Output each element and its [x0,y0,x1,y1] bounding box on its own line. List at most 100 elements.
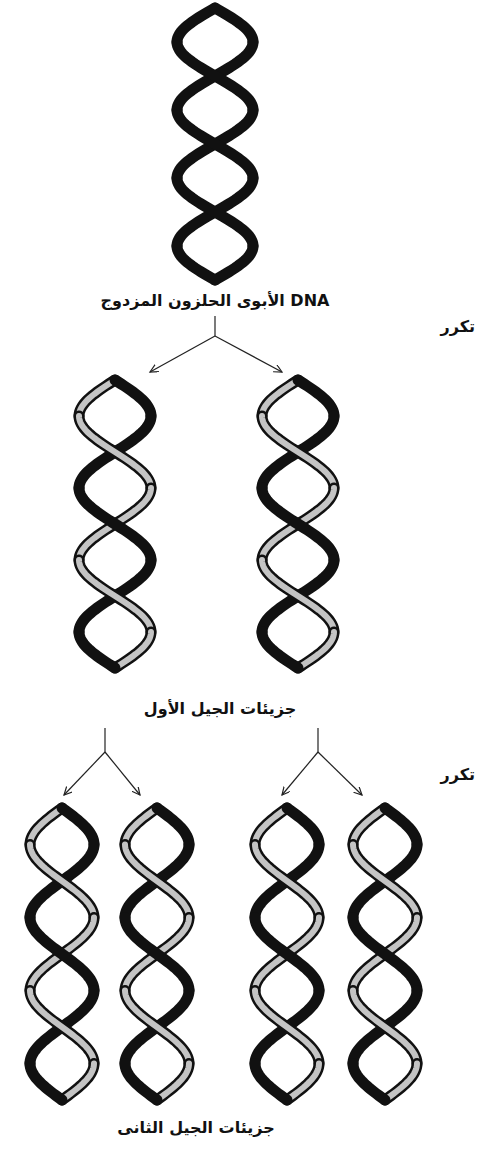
dna-strand [353,991,417,1064]
dna-strand [115,380,151,416]
dna-strand [287,808,319,845]
dna-strand [177,178,253,246]
dna-strand [353,991,417,1064]
new-dna-strand [79,380,115,416]
helix-group [30,8,417,1100]
dna-strand [30,991,94,1064]
dna-strand [353,845,417,918]
new-dna-strand [262,380,298,416]
dna-strand [125,991,189,1064]
dna-strand [255,991,319,1064]
dna-strand [79,560,151,632]
dna-strand [79,416,151,488]
step-label: تكرر [438,316,478,339]
dna-strand [353,845,417,918]
dna-strand [30,845,94,918]
second-gen-helix [353,808,417,1100]
dna-strand [79,488,151,560]
new-dna-strand [125,918,189,991]
new-dna-strand [30,845,94,918]
replication-arrows [64,316,362,795]
dna-strand [62,808,94,845]
dna-strand [62,1064,94,1101]
dna-strand [353,918,417,991]
branch-arrow [318,752,362,795]
dna-strand [255,1064,287,1101]
dna-strand [177,8,215,42]
new-dna-strand [262,560,334,632]
dna-strand [385,808,417,845]
dna-strand [262,560,334,632]
dna-strand [157,1064,189,1101]
dna-strand [177,246,215,280]
branch-stem [317,728,318,752]
dna-strand [298,632,334,668]
dna-strand [125,918,189,991]
second-gen-helix [255,808,319,1100]
new-dna-strand [255,991,319,1064]
dna-strand [262,632,298,668]
dna-strand [79,416,151,488]
new-dna-strand [157,1064,189,1101]
dna-strand [215,246,253,280]
dna-strand [125,1064,157,1101]
second-gen-helix [30,808,94,1100]
dna-strand [30,918,94,991]
dna-strand [157,808,189,845]
dna-strand [353,808,385,845]
dna-strand [262,488,334,560]
new-dna-strand [353,808,385,845]
dna-strand [262,416,334,488]
dna-strand [353,918,417,991]
new-dna-strand [79,560,151,632]
new-dna-strand [255,918,319,991]
new-dna-strand [353,845,417,918]
dna-strand [255,918,319,991]
dna-strand [177,110,253,178]
dna-strand [298,380,334,416]
dna-strand [255,808,287,845]
dna-strand [385,1064,417,1101]
dna-strand [125,808,157,845]
branch-arrow [215,336,282,372]
dna-strand [79,380,115,416]
new-dna-strand [255,845,319,918]
dna-strand [125,991,189,1064]
dna-strand [353,1064,385,1101]
new-dna-strand [385,1064,417,1101]
new-dna-strand [115,632,151,668]
new-dna-strand [79,416,151,488]
dna-strand [255,845,319,918]
generation-label: جزيئات الجيل الأول [141,698,299,721]
new-dna-strand [353,918,417,991]
branch-arrow [105,752,140,795]
dna-strand [255,991,319,1064]
dna-strand [79,488,151,560]
new-dna-strand [79,488,151,560]
branch-arrow [64,752,105,795]
dna-strand [262,488,334,560]
second-gen-helix [125,808,189,1100]
parent-helix [177,8,253,280]
dna-strand [30,808,62,845]
dna-strand [177,42,253,110]
new-dna-strand [255,808,287,845]
new-dna-strand [30,991,94,1064]
branch-stem [214,316,215,336]
new-dna-strand [30,918,94,991]
dna-strand [255,845,319,918]
dna-strand [255,918,319,991]
dna-strand [125,845,189,918]
new-dna-strand [353,991,417,1064]
new-dna-strand [262,416,334,488]
dna-strand [30,918,94,991]
dna-strand [125,845,189,918]
dna-strand [79,632,115,668]
new-dna-strand [125,808,157,845]
dna-strand [262,560,334,632]
step-label: تكرر [438,764,478,787]
generation-label: جزيئات الجيل الثانى [114,1117,277,1140]
dna-strand [30,1064,62,1101]
